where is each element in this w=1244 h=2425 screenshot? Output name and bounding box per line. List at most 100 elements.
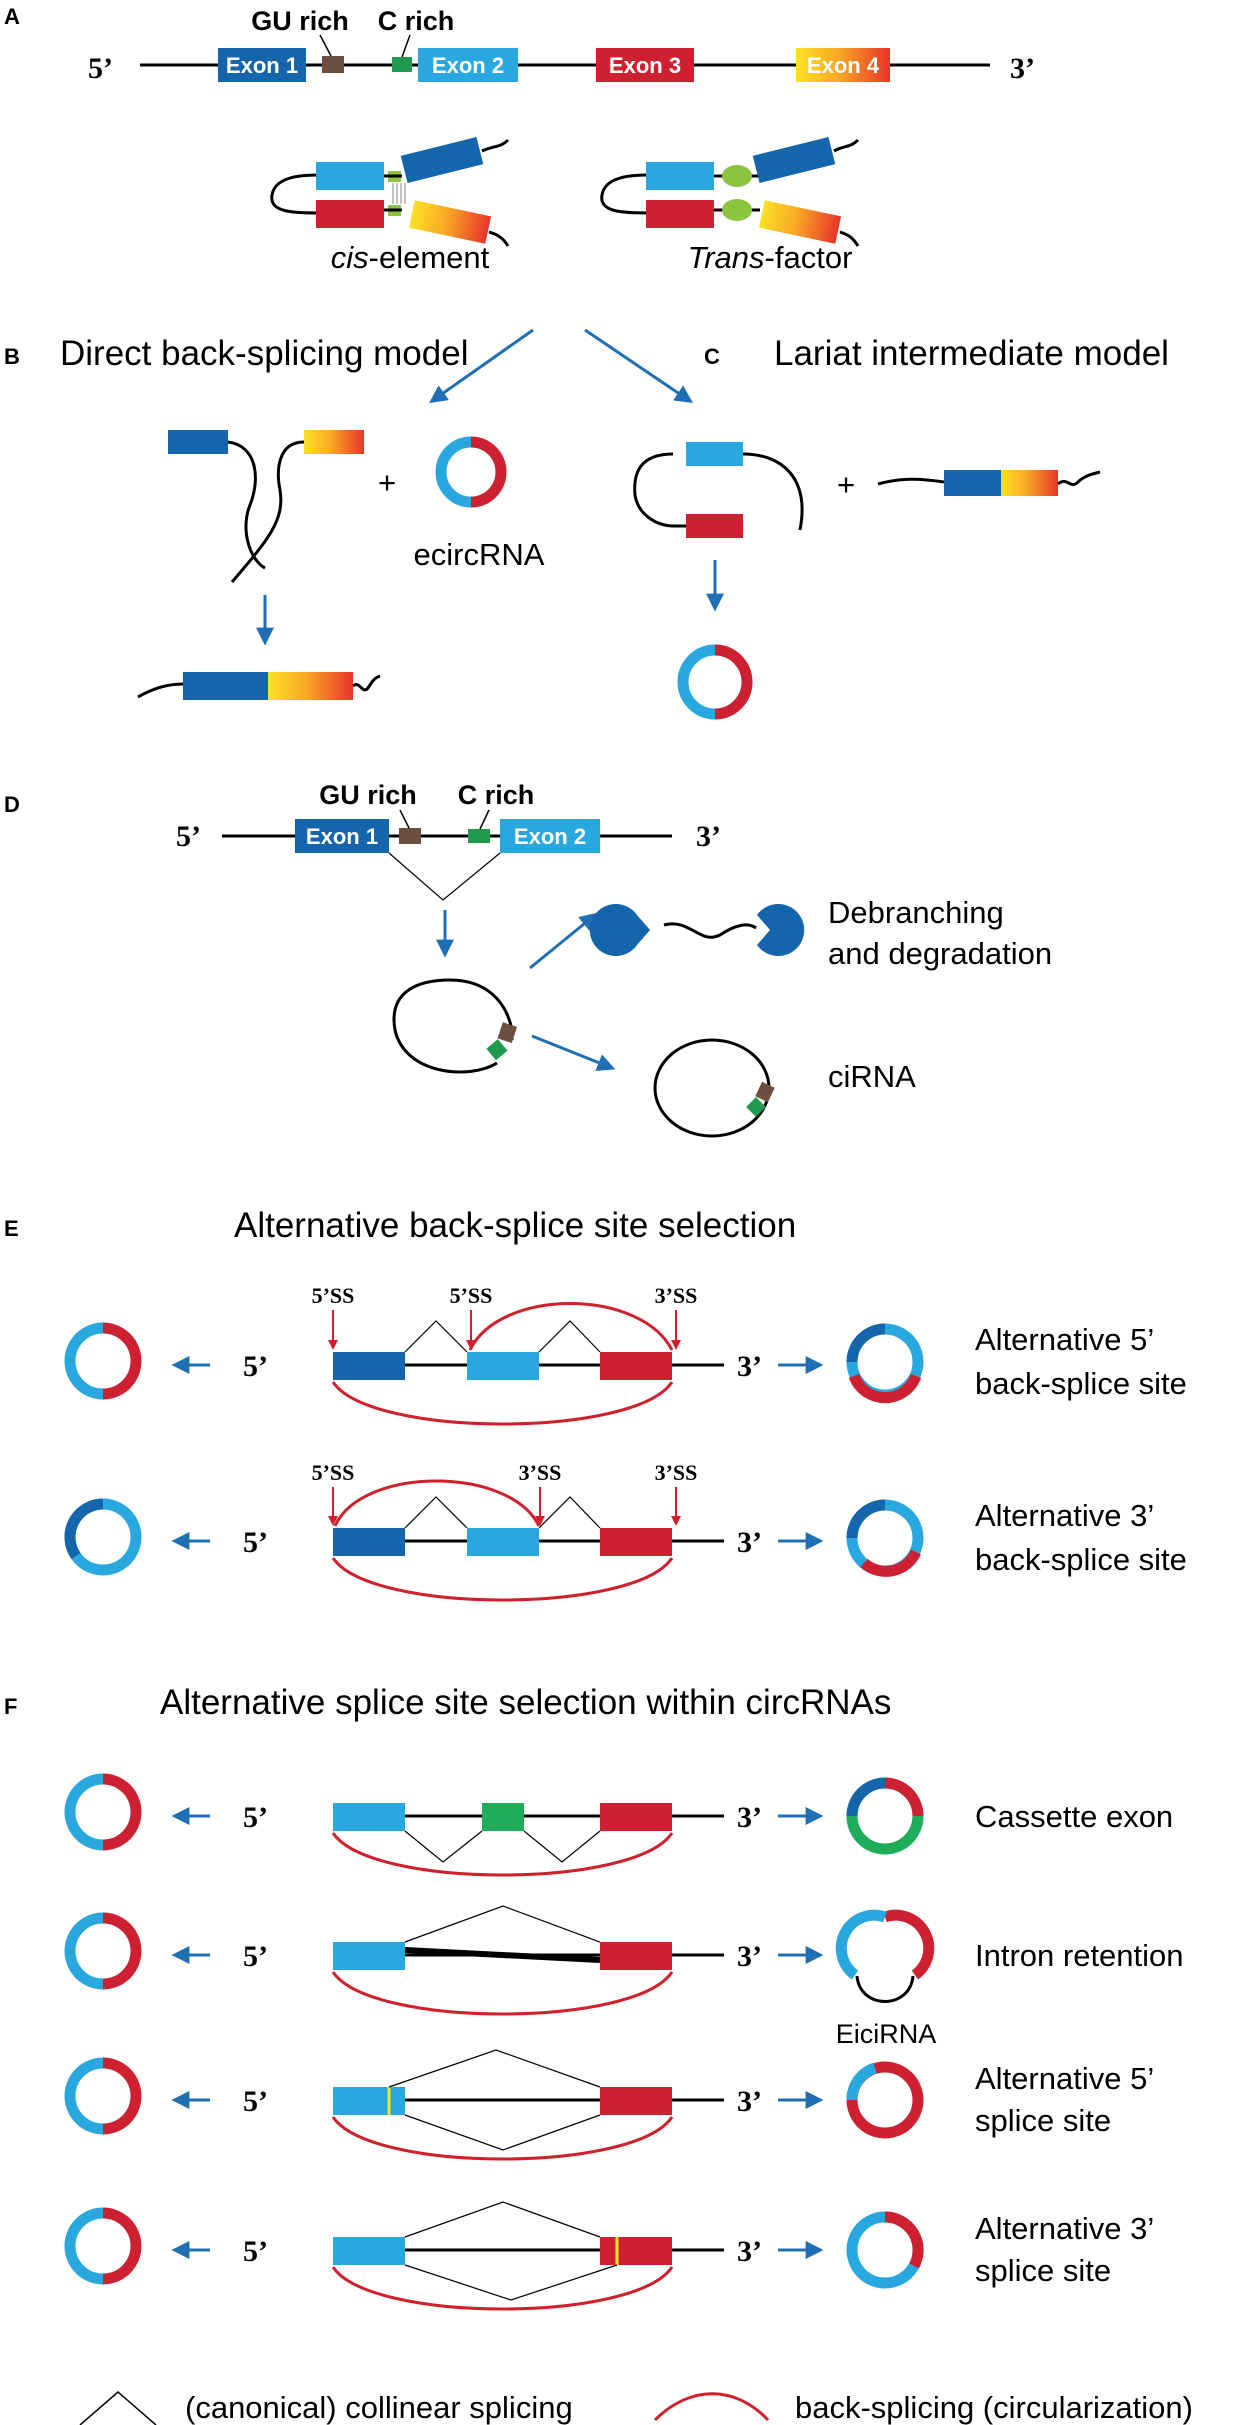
e1-exon-3 bbox=[600, 1352, 672, 1380]
f2-exon-a bbox=[333, 1942, 405, 1970]
f3-three-prime: 3’ bbox=[737, 2085, 762, 2118]
c-spliced-exon-4 bbox=[1001, 470, 1058, 496]
d-arrow-cirna bbox=[531, 1034, 616, 1072]
f3-exon-a bbox=[333, 2087, 405, 2115]
arrow-to-direct-model bbox=[429, 328, 534, 404]
f4-exon-a bbox=[333, 2237, 405, 2265]
f2-left-circ-red bbox=[102, 1912, 142, 1990]
d-five-prime: 5’ bbox=[176, 820, 201, 853]
f3-label-1: Alternative 5’ bbox=[975, 2061, 1154, 2096]
panel-d: D 5’ 3’ Exon 1 Exon 2 GU rich C rich Deb… bbox=[4, 780, 1052, 1138]
f1-five-prime: 5’ bbox=[243, 1801, 268, 1834]
panel-d-letter: D bbox=[4, 792, 20, 817]
f2-three-prime: 3’ bbox=[737, 1940, 762, 1973]
f3-backsplice bbox=[331, 2116, 674, 2161]
e2-backsplice-upper bbox=[333, 1479, 541, 1527]
e2-label-1: Alternative 3’ bbox=[975, 1498, 1154, 1533]
b-spliced-tail-right bbox=[352, 674, 381, 692]
b-spliced-exon-4 bbox=[268, 672, 353, 700]
cis-element-schematic: cis-element bbox=[270, 136, 510, 275]
cis-exon-3 bbox=[316, 200, 384, 228]
cis-intron-loop bbox=[270, 173, 319, 215]
f1-right-circ-green bbox=[846, 1815, 924, 1855]
e1-backsplice-upper bbox=[468, 1302, 674, 1351]
e1-right-circ-exon3 bbox=[848, 1373, 922, 1404]
e2-right-circ-exon3 bbox=[860, 1549, 922, 1577]
f4-three-prime: 3’ bbox=[737, 2235, 762, 2268]
f1-label: Cassette exon bbox=[975, 1799, 1173, 1834]
d-cirna-gu bbox=[755, 1081, 775, 1103]
c-exon-2 bbox=[686, 442, 743, 466]
d-exon-2 bbox=[500, 819, 600, 853]
f1-cassette-exon bbox=[482, 1803, 524, 1831]
f4-left-circ-blue bbox=[64, 2207, 104, 2285]
panel-e-title: Alternative back-splice site selection bbox=[234, 1206, 796, 1245]
panel-f: F Alternative splice site selection with… bbox=[4, 1683, 1184, 2311]
c-rich-label: C rich bbox=[378, 6, 455, 36]
f4-right-circ-red bbox=[884, 2211, 924, 2269]
debranch-label-1: Debranching bbox=[828, 895, 1004, 930]
d-lariat-loop bbox=[392, 978, 514, 1074]
exon-2-label: Exon 2 bbox=[432, 53, 504, 78]
d-intron-splice-v bbox=[388, 852, 501, 901]
c-plus: + bbox=[837, 467, 855, 502]
panel-b: B Direct back-splicing model + ecircRNA bbox=[4, 328, 693, 700]
panel-b-title: Direct back-splicing model bbox=[60, 334, 468, 373]
f3-label-2: splice site bbox=[975, 2103, 1111, 2138]
d-exon-1 bbox=[295, 819, 389, 853]
e1-ss-1: 5’SS bbox=[312, 1283, 355, 1308]
e1-ss-3: 3’SS bbox=[655, 1283, 698, 1308]
e1-splice-1 bbox=[404, 1320, 468, 1353]
f4-label-1: Alternative 3’ bbox=[975, 2211, 1154, 2246]
e2-exon-1 bbox=[333, 1528, 405, 1556]
b-intron-right bbox=[230, 440, 305, 583]
f1-splice-2 bbox=[523, 1830, 601, 1863]
d-c-rich-label: C rich bbox=[458, 780, 535, 810]
d-arrow-debranch bbox=[529, 912, 598, 970]
exon-1-label: Exon 1 bbox=[226, 53, 298, 78]
f1-backsplice bbox=[331, 1832, 674, 1877]
f1-splice-1 bbox=[404, 1830, 483, 1863]
c-rich-pointer bbox=[401, 34, 411, 58]
d-degradation-rna bbox=[663, 922, 757, 939]
d-c-rich-pointer bbox=[479, 809, 490, 830]
b-spliced-exon-1 bbox=[183, 672, 268, 700]
f3-five-prime: 5’ bbox=[243, 2085, 268, 2118]
f4-backsplice bbox=[331, 2266, 674, 2311]
panel-a-letter: A bbox=[4, 4, 20, 29]
gu-rich-box bbox=[322, 56, 344, 73]
f3-splice-lower bbox=[404, 2114, 601, 2151]
f4-label-2: splice site bbox=[975, 2253, 1111, 2288]
arrow-to-lariat-model bbox=[584, 328, 693, 404]
panel-c-letter: C bbox=[704, 344, 720, 369]
e2-splice-2 bbox=[538, 1496, 601, 1529]
e2-backsplice-lower bbox=[331, 1557, 674, 1602]
d-gu-rich-pointer bbox=[399, 809, 410, 829]
e1-five-prime: 5’ bbox=[243, 1350, 268, 1383]
trans-exon-1 bbox=[752, 136, 836, 184]
f1-right-circ-red bbox=[884, 1777, 924, 1817]
e2-splice-1 bbox=[404, 1496, 468, 1529]
f2-left-circ-blue bbox=[64, 1912, 104, 1990]
d-gu-rich-label: GU rich bbox=[319, 780, 417, 810]
b-spliced-tail-left bbox=[137, 682, 184, 699]
e2-exon-2 bbox=[467, 1528, 539, 1556]
e2-right-circ-exon1 bbox=[846, 1499, 886, 1539]
f2-backsplice bbox=[331, 1971, 674, 2016]
e2-ss-2: 3’SS bbox=[519, 1460, 562, 1485]
trans-factor-bottom bbox=[722, 199, 752, 221]
cis-tail-bottom bbox=[488, 230, 510, 247]
f2-retained-intron bbox=[404, 1947, 601, 1963]
legend-backsplice-label: back-splicing (circularization) bbox=[795, 2390, 1193, 2425]
e1-right-circ-exon1 bbox=[846, 1323, 886, 1363]
d-exon-2-label: Exon 2 bbox=[514, 824, 586, 849]
e-row-2: 5’ 5’SS 3’SS 3’SS 3’ Alternative 3’ back… bbox=[64, 1460, 1187, 1602]
e2-three-prime: 3’ bbox=[737, 1526, 762, 1559]
exon-2-box bbox=[418, 48, 518, 82]
trans-exon-2 bbox=[646, 162, 714, 190]
e1-splice-2 bbox=[538, 1320, 601, 1353]
f2-right-circ-red bbox=[883, 1909, 935, 1980]
f2-right-circ-blue bbox=[835, 1909, 887, 1980]
legend-collinear-label: (canonical) collinear splicing bbox=[185, 2390, 573, 2425]
